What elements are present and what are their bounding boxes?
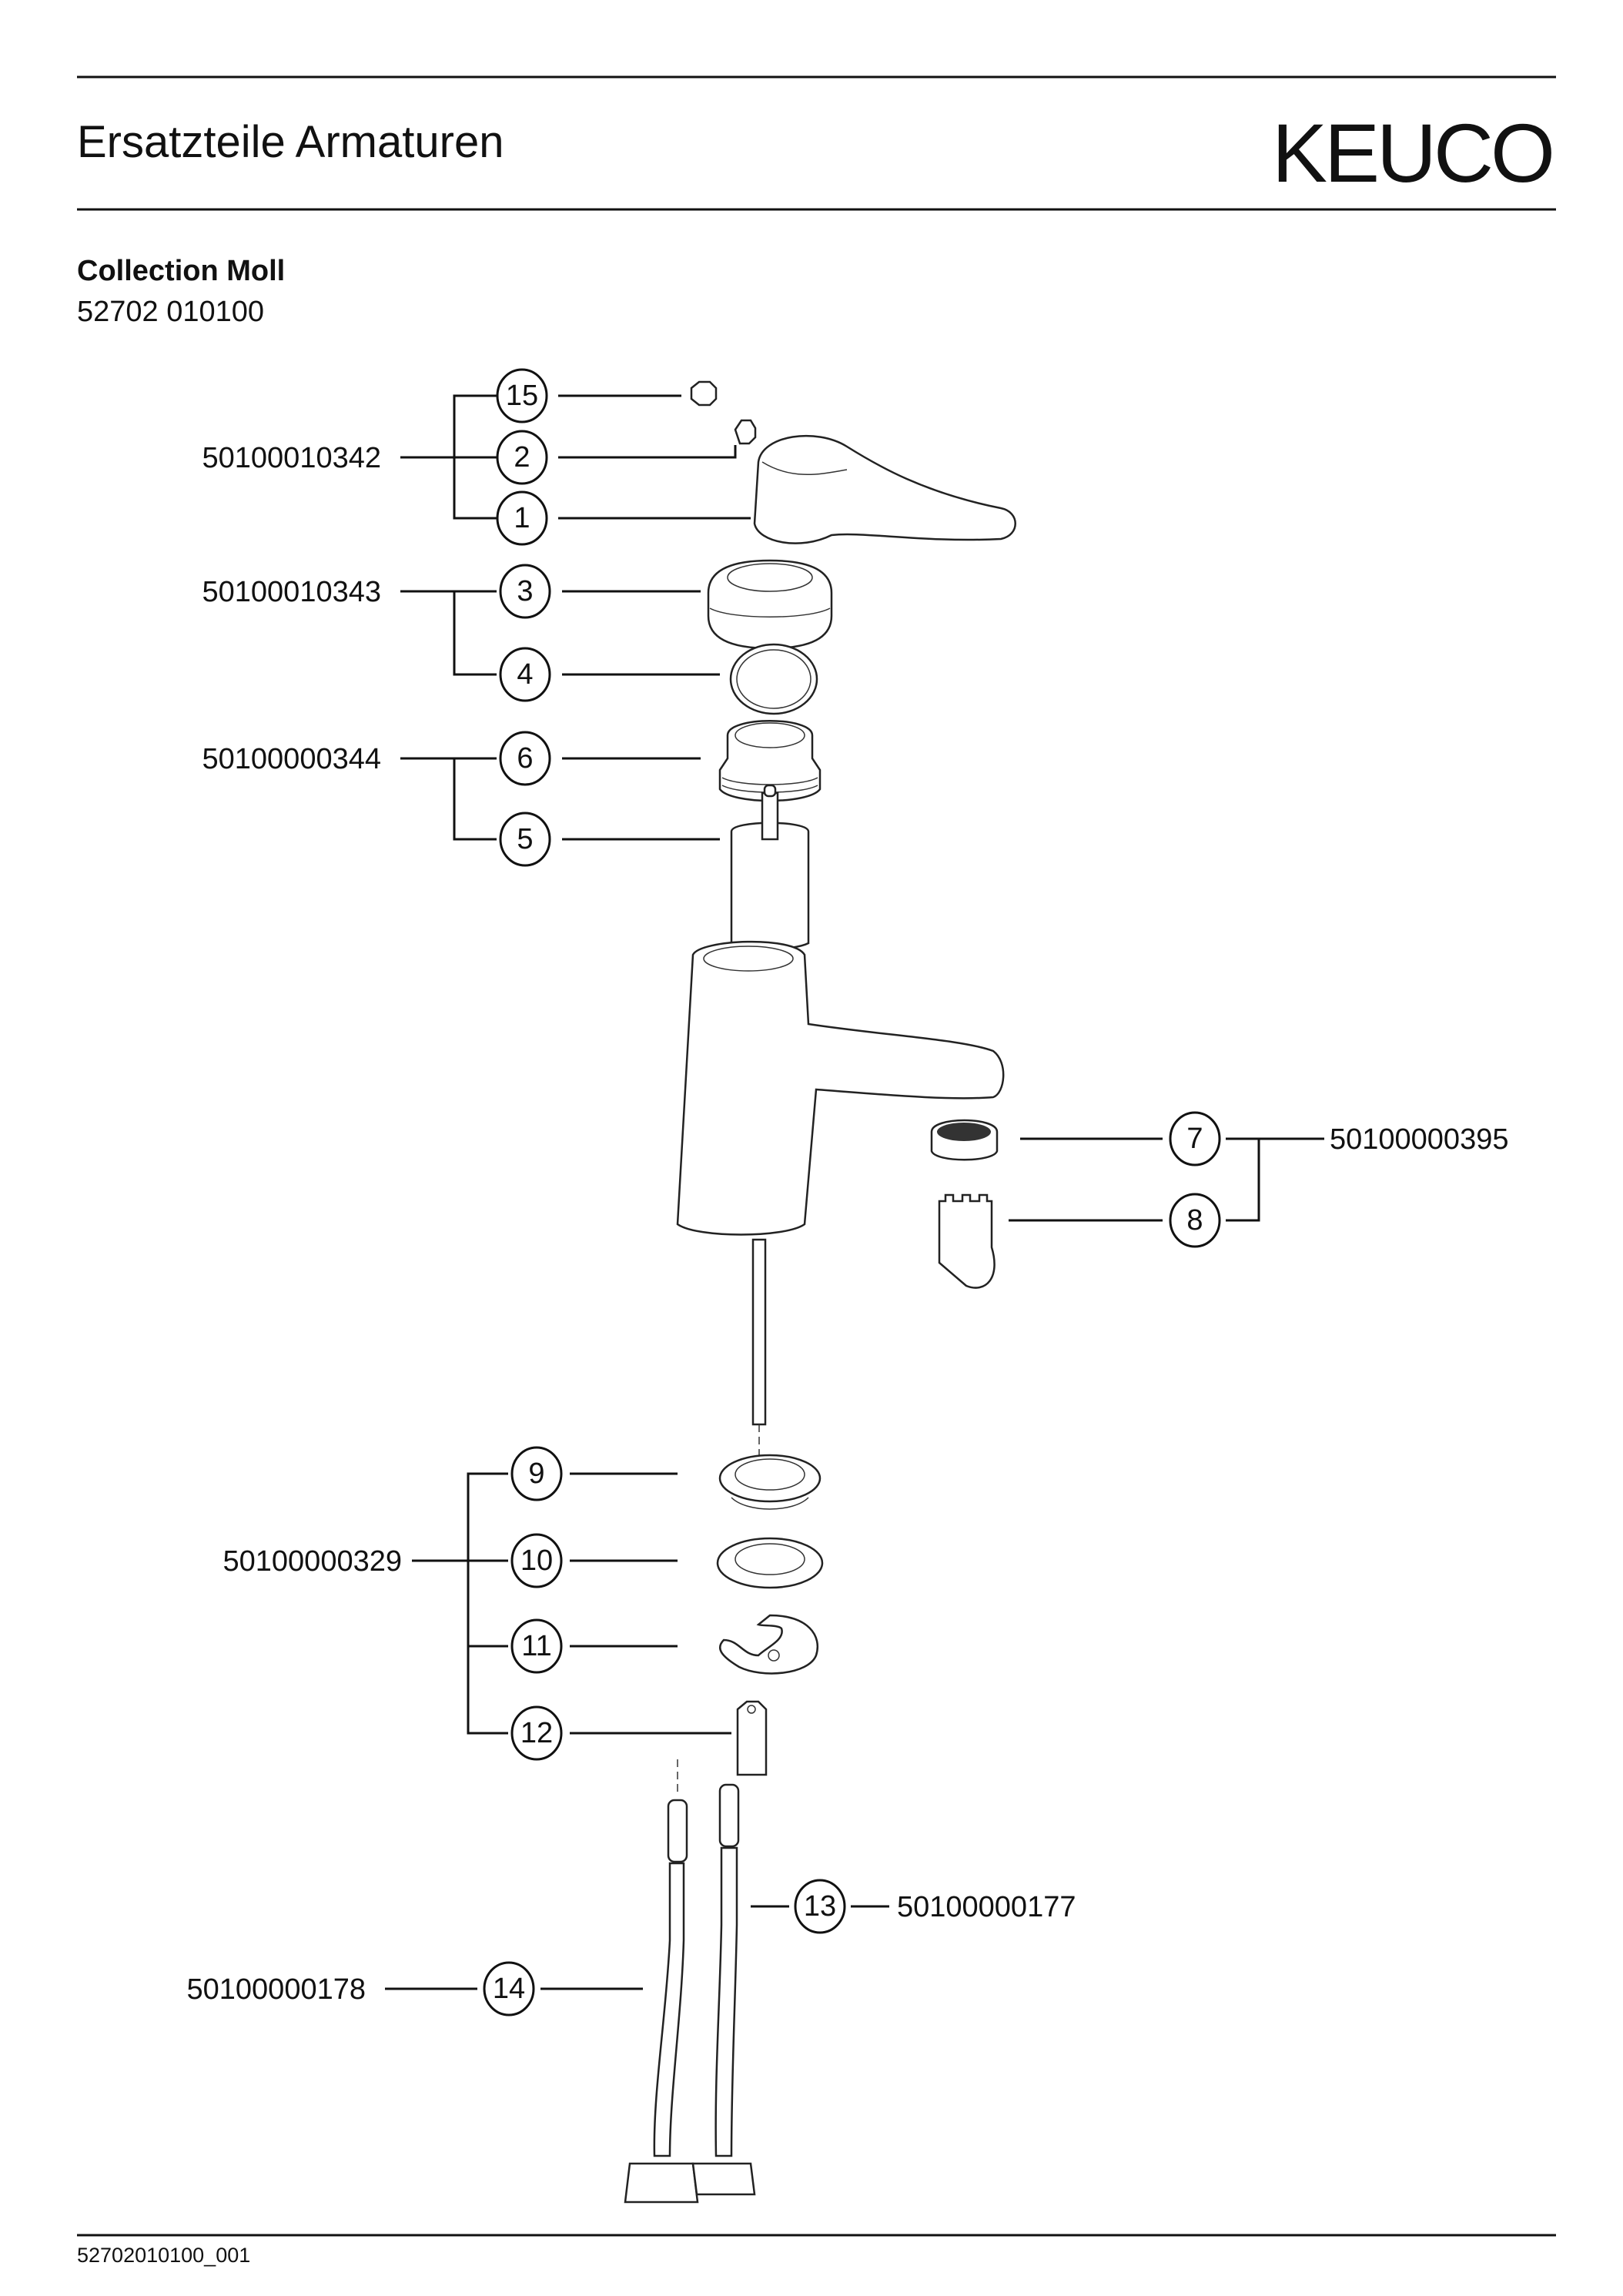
svg-text:9: 9: [528, 1458, 544, 1490]
callout-5: 5: [499, 812, 551, 867]
part-aerator: [930, 1119, 999, 1161]
callout-10: 10: [510, 1533, 563, 1588]
part-horseshoe-washer: [719, 1614, 818, 1675]
page-title: Ersatzteile Armaturen: [77, 117, 504, 167]
svg-text:14: 14: [493, 1973, 525, 2005]
part-number-50100010343: 50100010343: [202, 576, 381, 608]
bracket-group-5: [412, 1472, 508, 1735]
part-number-50100000177: 50100000177: [897, 1891, 1076, 1923]
bracket-group-1: [400, 394, 497, 520]
part-hose-right: [691, 1783, 756, 2196]
callout-1: 1: [496, 490, 548, 546]
part-o-ring: [729, 643, 818, 715]
callout-15: 15: [496, 368, 548, 423]
part-grub-screw: [734, 419, 757, 445]
part-handle-lever: [753, 434, 1016, 544]
keuco-logo: KEUCO: [1272, 106, 1555, 199]
bracket-group-3: [400, 757, 497, 841]
svg-text:3: 3: [517, 575, 533, 607]
part-number-50100000178: 50100000178: [187, 1973, 366, 2006]
callout-7: 7: [1169, 1111, 1221, 1166]
part-number-50100010342: 50100010342: [202, 442, 381, 474]
part-number-50100000395: 50100000395: [1330, 1123, 1508, 1156]
article-number: 52702 010100: [77, 296, 264, 328]
callout-13: 13: [794, 1879, 846, 1934]
bracket-group-4: [1226, 1137, 1324, 1222]
callout-9: 9: [510, 1446, 563, 1501]
svg-text:6: 6: [517, 742, 533, 775]
part-aerator-key: [938, 1193, 996, 1289]
svg-text:7: 7: [1186, 1123, 1203, 1155]
svg-text:11: 11: [521, 1630, 551, 1662]
callout-2: 2: [496, 430, 548, 485]
callout-12: 12: [510, 1705, 563, 1761]
part-hose-left: [624, 1799, 699, 2204]
callout-3: 3: [499, 564, 551, 619]
callout-8: 8: [1169, 1193, 1221, 1248]
callout-11: 11: [510, 1618, 563, 1674]
part-faucet-body: [676, 940, 1005, 1236]
callout-4: 4: [499, 647, 551, 702]
svg-text:15: 15: [506, 380, 538, 412]
part-threaded-nut: [718, 720, 822, 802]
svg-text:KEUCO: KEUCO: [1272, 106, 1552, 199]
svg-text:8: 8: [1186, 1204, 1203, 1237]
svg-text:5: 5: [517, 823, 533, 855]
part-flange: [718, 1454, 822, 1510]
part-cover-cap: [690, 380, 718, 407]
bracket-group-2: [400, 590, 497, 676]
svg-text:13: 13: [804, 1890, 836, 1923]
part-number-50100000329: 50100000329: [223, 1545, 402, 1578]
part-gasket: [716, 1537, 824, 1589]
callout-6: 6: [499, 731, 551, 786]
part-cartridge: [730, 784, 810, 950]
svg-text:1: 1: [514, 502, 530, 534]
svg-text:12: 12: [520, 1717, 553, 1749]
part-threaded-rod: [751, 1238, 767, 1455]
footer-doc-id: 52702010100_001: [77, 2244, 250, 2267]
callout-14: 14: [483, 1961, 535, 2017]
svg-text:2: 2: [514, 441, 530, 474]
part-escutcheon-cap: [707, 559, 833, 650]
svg-text:4: 4: [517, 658, 533, 691]
part-hex-sleeve: [736, 1700, 768, 1776]
part-number-50100000344: 50100000344: [202, 743, 381, 775]
collection-name: Collection Moll: [77, 255, 285, 287]
svg-text:10: 10: [520, 1545, 553, 1577]
